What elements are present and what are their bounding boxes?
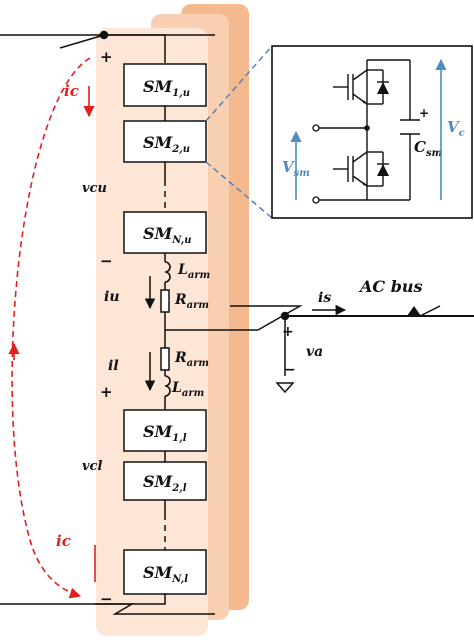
svg-text:Csm: Csm [414, 138, 442, 159]
ac-output-wire [165, 305, 474, 376]
sm-voltage-sub: sm [294, 168, 310, 179]
lower-inductor [164, 375, 171, 397]
capacitor-plus: + [419, 106, 429, 120]
svg-text:Vc: Vc [447, 118, 465, 139]
upper-diode-icon [377, 82, 389, 94]
cap-voltage-label: V [447, 118, 460, 136]
upper-resistor-label: R [174, 292, 187, 308]
sm-1u-main: SM [143, 77, 174, 96]
sm-2u-sub: 2,u [171, 144, 190, 155]
sm-2l-sub: 2,l [171, 483, 186, 494]
submodule-2-upper: SM2,u [123, 120, 207, 163]
svg-text:SM1,u: SM1,u [143, 77, 190, 99]
svg-text:SM2,l: SM2,l [143, 472, 187, 494]
ac-voltage-minus: − [284, 362, 296, 378]
detail-connector-lines [205, 45, 273, 219]
ground-icon [275, 382, 295, 394]
lower-arm-voltage-label: vcl [82, 459, 102, 474]
submodule-1-upper: SM1,u [123, 63, 207, 107]
upper-inductor-sub: arm [188, 270, 210, 281]
svg-text:SMN,u: SMN,u [143, 224, 192, 246]
svg-text:Rarm: Rarm [174, 350, 209, 369]
sm-nu-main: SM [143, 224, 174, 243]
circulating-current-loop [11, 57, 91, 599]
upper-resistor-sub: arm [187, 300, 209, 311]
sm-nl-sub: N,l [171, 574, 188, 585]
ac-bus-label: AC bus [358, 277, 423, 296]
submodule-1-lower: SM1,l [123, 409, 207, 452]
upper-arm-current-label: iu [104, 289, 120, 305]
sm-voltage-label: V [282, 158, 295, 176]
upper-arm-minus: − [100, 252, 113, 270]
capacitor-label: C [414, 138, 426, 156]
lower-arm-plus: + [100, 383, 113, 401]
ac-current-label: is [318, 290, 331, 306]
lower-resistor-sub: arm [187, 358, 209, 369]
ac-bus-breaker [407, 306, 421, 316]
sm-2u-main: SM [143, 133, 174, 152]
submodule-detail-panel: + Csm Vsm Vc [271, 45, 473, 219]
lower-inductor-label: L [171, 380, 182, 396]
lower-resistor [160, 347, 170, 371]
svg-text:SM2,u: SM2,u [143, 133, 190, 155]
upper-arm-plus: + [100, 48, 113, 66]
svg-text:SMN,l: SMN,l [143, 563, 188, 585]
sm-1l-main: SM [143, 422, 174, 441]
lower-inductor-sub: arm [182, 388, 204, 399]
sm-2l-main: SM [143, 472, 174, 491]
sm-nl-main: SM [143, 563, 174, 582]
lower-arm-current-label: il [108, 358, 119, 374]
lower-resistor-label: R [174, 350, 187, 366]
sm-terminal-bottom [312, 196, 320, 204]
sm-1u-sub: 1,u [172, 88, 190, 99]
upper-inductor-label: L [177, 262, 188, 278]
ac-voltage-label: va [306, 344, 323, 360]
ac-voltage-plus: + [282, 324, 294, 340]
cap-voltage-sub: c [459, 128, 465, 139]
submodule-n-lower: SMN,l [123, 549, 207, 595]
upper-inductor [164, 261, 171, 283]
lower-diode-icon [377, 164, 389, 176]
svg-text:Vsm: Vsm [282, 158, 310, 179]
lower-arm-minus: − [100, 590, 113, 608]
svg-text:Larm: Larm [177, 262, 210, 281]
capacitor-sub: sm [426, 148, 442, 159]
sm-terminal-top [312, 124, 320, 132]
dc-bus-top [0, 30, 215, 63]
sm-1l-sub: 1,l [172, 433, 186, 444]
dc-bus-bottom [0, 594, 215, 615]
svg-text:Rarm: Rarm [174, 292, 209, 311]
upper-arm-voltage-label: vcu [82, 181, 107, 196]
circulating-current-bottom-label: ic [56, 532, 71, 550]
upper-resistor [160, 289, 170, 313]
svg-text:Larm: Larm [171, 380, 204, 399]
submodule-n-upper: SMN,u [123, 211, 207, 254]
phase-panel-front [96, 28, 208, 636]
svg-text:SM1,l: SM1,l [143, 422, 187, 444]
sm-nu-sub: N,u [171, 235, 191, 246]
circulating-current-top-label: ic [64, 82, 79, 100]
submodule-2-lower: SM2,l [123, 461, 207, 501]
